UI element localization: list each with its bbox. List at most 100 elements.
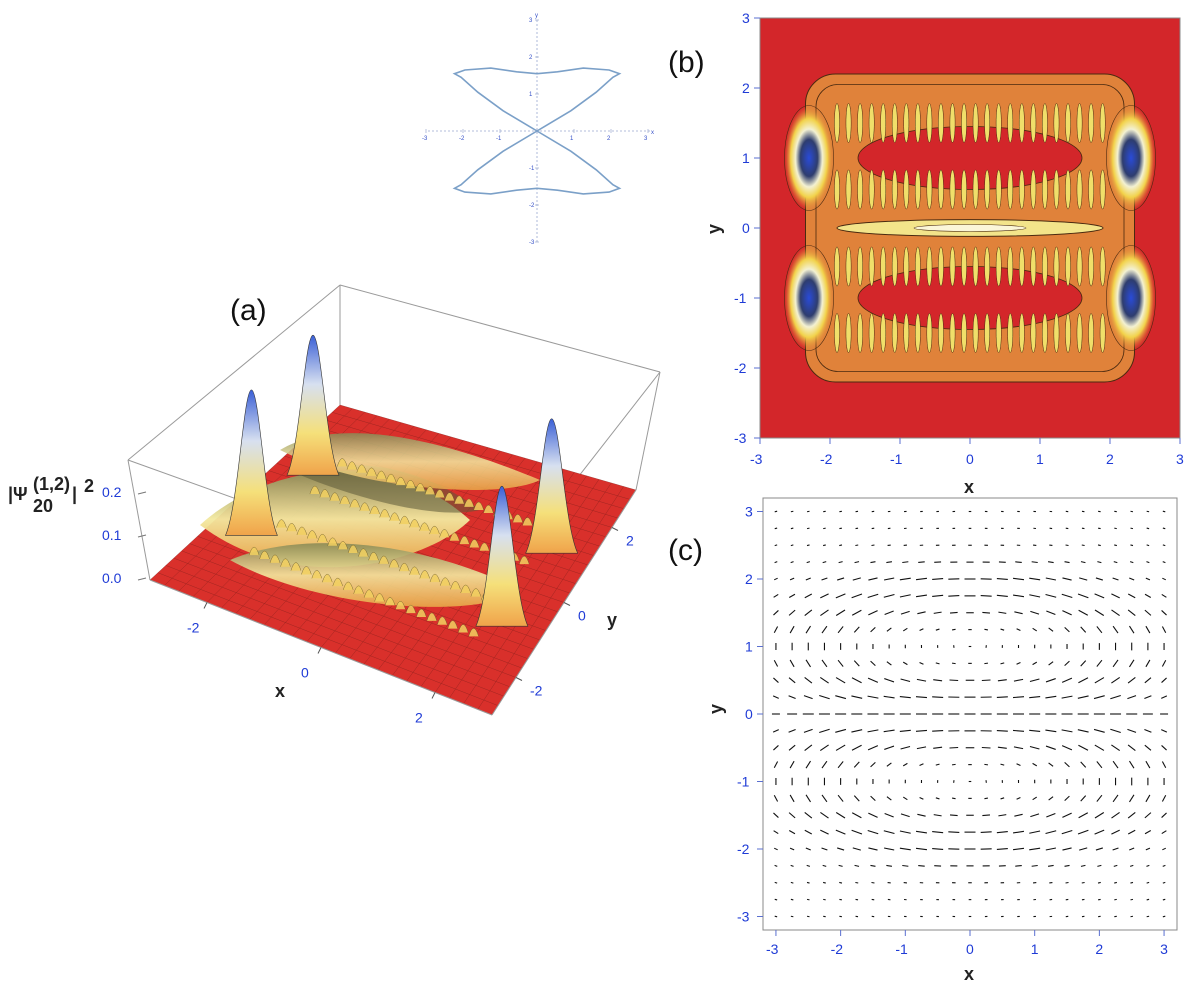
- vector-arrow: [870, 660, 876, 667]
- vector-arrow: [1030, 610, 1040, 615]
- vector-arrow: [996, 848, 1008, 850]
- vector-arrow: [1062, 847, 1072, 851]
- surface-ripple: [356, 464, 367, 473]
- vector-arrow: [774, 527, 778, 530]
- contour-fringe: [1088, 169, 1094, 210]
- vector-arrow: [1014, 611, 1023, 615]
- vector-arrow: [773, 812, 779, 818]
- contour-fringe: [961, 169, 967, 210]
- vector-arrow: [883, 695, 895, 699]
- z-tick-label: 0.2: [102, 484, 122, 500]
- vector-arrow: [855, 544, 859, 547]
- vector-arrow: [980, 595, 992, 597]
- vector-arrow: [1144, 728, 1152, 733]
- surface-ripple: [429, 525, 440, 535]
- vector-arrow: [1064, 626, 1070, 633]
- vector-arrow: [1094, 677, 1105, 684]
- vector-arrow: [1127, 609, 1136, 616]
- vector-arrow: [1097, 864, 1102, 867]
- contour-fringe: [984, 313, 991, 353]
- surface-ripple: [439, 529, 450, 538]
- surface-ripple: [405, 604, 417, 614]
- contour-fringe: [1042, 246, 1048, 287]
- contour-x-tick-label: -1: [890, 451, 903, 467]
- vector-arrow: [789, 659, 795, 668]
- contour-fringe: [949, 313, 956, 353]
- contour-fringe: [972, 246, 979, 287]
- inset-x-tick-label: -1: [496, 136, 502, 142]
- vector-arrow: [1062, 812, 1072, 818]
- contour-fringe: [949, 169, 956, 210]
- vector-arrow: [1094, 829, 1105, 835]
- vector-arrow: [1064, 795, 1070, 802]
- vector-arrow: [1112, 847, 1119, 851]
- vector-arrow: [790, 527, 794, 530]
- vector-arrow: [1077, 593, 1089, 599]
- vector-arrow: [839, 544, 843, 547]
- contour-fringe: [845, 169, 852, 210]
- vector-x-tick-label: -3: [766, 941, 779, 957]
- vector-arrow: [1045, 745, 1056, 750]
- vector-arrow: [1064, 761, 1070, 768]
- surface-ripple: [409, 566, 420, 575]
- vector-arrow: [916, 678, 927, 682]
- vector-arrow: [1029, 847, 1041, 851]
- inset-x-tick-label: -2: [459, 136, 465, 142]
- vector-arrow: [1064, 864, 1070, 867]
- surface-ripple: [368, 552, 379, 561]
- vector-arrow: [952, 797, 956, 800]
- contour-fringe: [915, 313, 921, 353]
- contour-red-region: [857, 266, 1083, 330]
- vector-arrow: [902, 627, 908, 632]
- vector-arrow: [1130, 527, 1134, 530]
- vector-arrow: [852, 577, 861, 581]
- inset-curve: [452, 67, 622, 195]
- surface-ripple: [426, 612, 438, 621]
- contour-fringe: [984, 246, 991, 287]
- vector-arrow: [902, 864, 909, 867]
- surface-ripple: [399, 562, 410, 572]
- contour-fringe: [857, 103, 863, 143]
- vector-x-tick-label: 3: [1160, 941, 1168, 957]
- vector-arrow: [803, 728, 813, 733]
- vector-arrow: [823, 881, 826, 884]
- vector-arrow: [902, 661, 908, 666]
- vector-arrow: [773, 577, 778, 581]
- vector-arrow: [835, 812, 846, 819]
- vector-arrow: [919, 628, 924, 632]
- vector-arrow: [1012, 847, 1025, 851]
- vector-arrow: [1078, 677, 1089, 684]
- contour-fringe: [915, 103, 921, 143]
- surface-ripple: [248, 546, 260, 556]
- x-tick-label: 0: [301, 665, 309, 681]
- contour-fringe: [880, 313, 887, 353]
- vector-arrow: [1128, 659, 1135, 668]
- vector-arrow: [1081, 881, 1085, 884]
- contour-fringe: [834, 103, 840, 143]
- vector-arrow: [1081, 544, 1085, 547]
- vector-x-tick-label: 2: [1095, 941, 1103, 957]
- contour-fringe: [949, 103, 956, 143]
- inset-y-tick-label: 3: [529, 18, 533, 24]
- vector-arrow: [1161, 812, 1167, 818]
- vector-arrow: [1094, 744, 1105, 751]
- vector-arrow: [1096, 761, 1103, 769]
- contour-fringe: [1018, 246, 1025, 287]
- vector-arrow: [1077, 829, 1089, 835]
- vector-arrow: [883, 830, 895, 835]
- contour-fringe: [845, 103, 852, 143]
- vector-arrow: [1078, 812, 1089, 819]
- contour-fringe: [880, 103, 887, 143]
- contour-fringe: [1099, 103, 1106, 143]
- contour-fringe: [1076, 246, 1083, 287]
- vector-arrow: [805, 794, 811, 803]
- surface-ripple: [290, 562, 302, 571]
- surface-ripple: [439, 577, 451, 586]
- vector-arrow: [806, 544, 810, 547]
- vector-arrow: [804, 677, 813, 684]
- contour-fringe: [857, 246, 863, 287]
- vector-arrow: [1000, 797, 1005, 800]
- vector-arrow: [935, 797, 940, 800]
- surface-ripple: [369, 505, 380, 515]
